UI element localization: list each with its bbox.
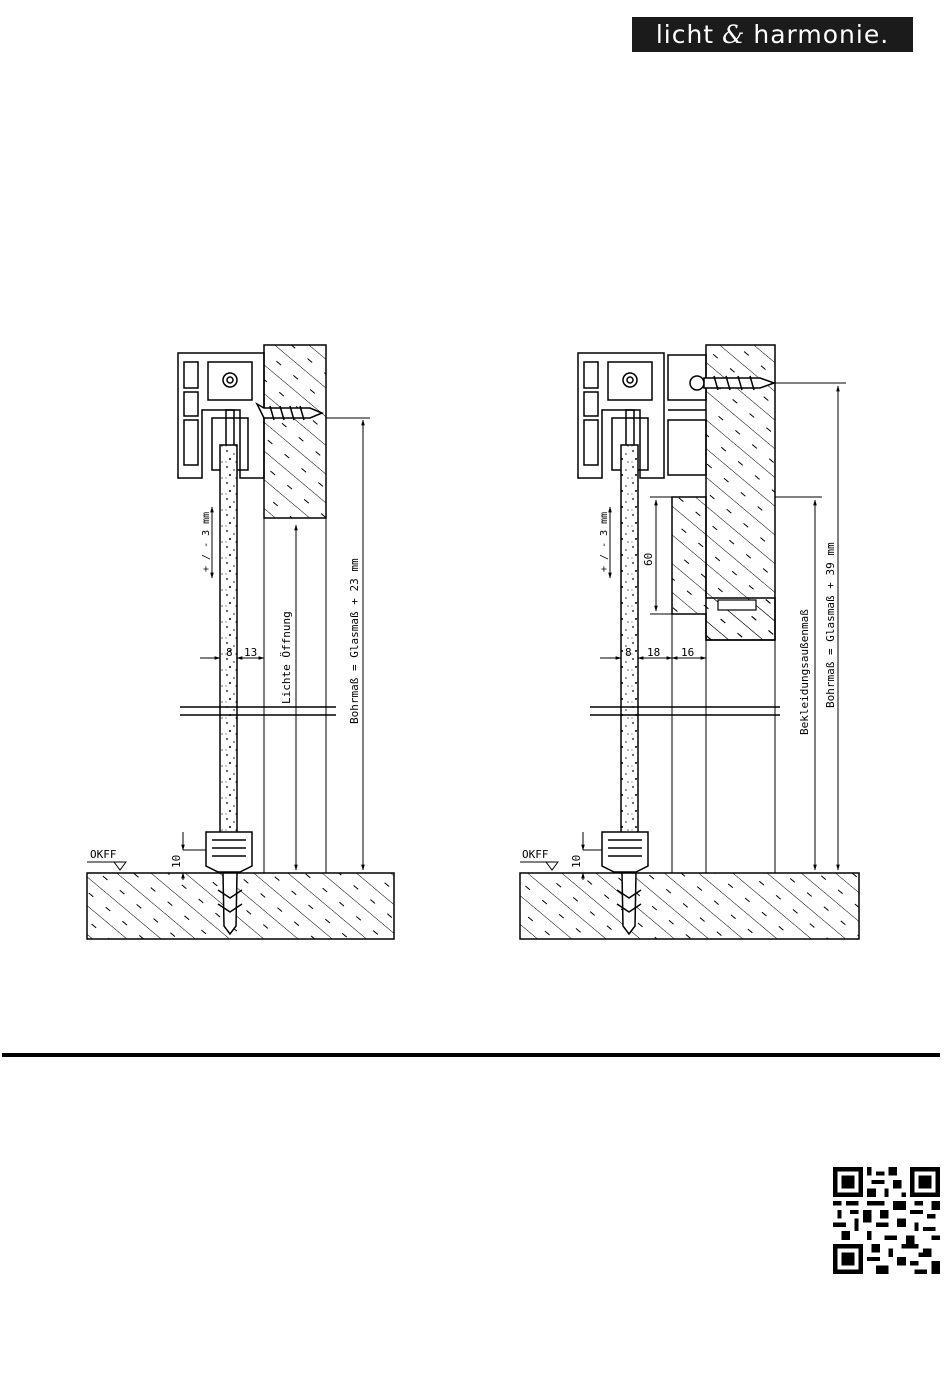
left-floor-depth: 10: [170, 855, 183, 868]
right-floor: [520, 873, 859, 939]
right-cladding-label: Bekleidungsaußenmaß: [798, 609, 811, 735]
left-wall: [264, 345, 326, 518]
right-dim-gap: 18: [647, 646, 660, 659]
right-rail-profile: [578, 353, 706, 478]
right-floor-depth: 10: [570, 855, 583, 868]
right-dim-glass: 8: [625, 646, 632, 659]
left-drill-label: Bohrmaß = Glasmaß + 23 mm: [348, 558, 361, 724]
left-tolerance-label: + / - 3 mm: [201, 512, 212, 572]
right-section-drawing: OKFF + / - 3 mm 8 18 16 60 10 Bekleidung…: [520, 345, 859, 939]
right-tolerance-label: + / - 3 mm: [599, 512, 610, 572]
right-floor-guide: [602, 832, 648, 872]
qr-code-icon: [833, 1167, 940, 1274]
right-dim-frame: 16: [681, 646, 694, 659]
left-dim-glass: 8: [226, 646, 233, 659]
footer-divider: [2, 1053, 940, 1057]
left-opening-label: Lichte Öffnung: [280, 611, 293, 704]
left-floor-guide: [206, 832, 252, 872]
left-floor-dowel: [223, 873, 237, 934]
left-dim-gap: 13: [244, 646, 257, 659]
left-okff-label: OKFF: [90, 848, 117, 861]
right-drill-label: Bohrmaß = Glasmaß + 39 mm: [824, 542, 837, 708]
right-floor-dowel: [622, 873, 636, 934]
left-section-drawing: OKFF + / - 3 mm 8 13 10 Lichte Öffnung B…: [87, 345, 394, 939]
right-wall: [706, 345, 775, 640]
right-okff-label: OKFF: [522, 848, 549, 861]
left-floor: [87, 873, 394, 939]
right-dim-height: 60: [642, 553, 655, 566]
right-wall-screw: [690, 376, 774, 390]
